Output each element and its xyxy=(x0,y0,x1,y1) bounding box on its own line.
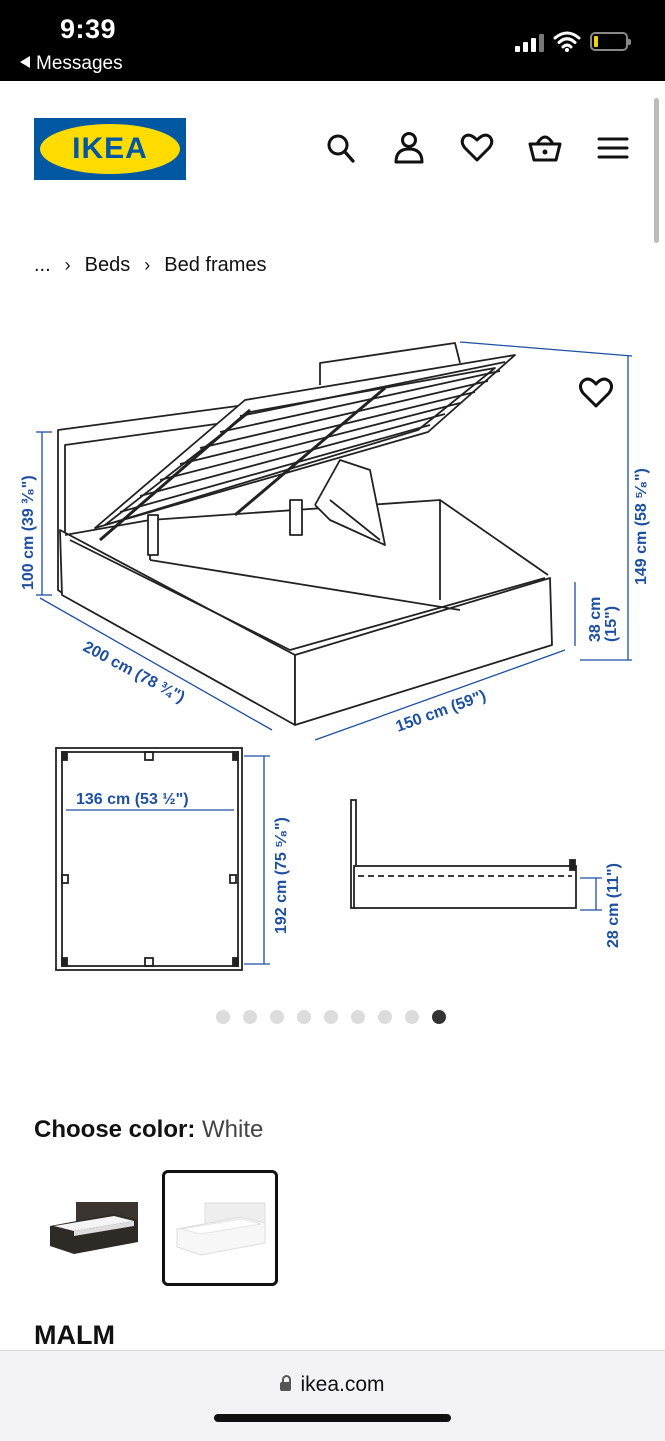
carousel-dot[interactable] xyxy=(270,1010,284,1024)
product-name: MALM xyxy=(34,1320,115,1350)
dimension-frame-height-in: (15") xyxy=(603,606,620,642)
ikea-logo[interactable]: IKEA xyxy=(34,118,186,180)
product-dimension-image[interactable]: 100 cm (39 ³⁄₈") 149 cm (58 ⁵⁄₈") 38 cm … xyxy=(0,320,665,980)
black-brown-bed-thumbnail xyxy=(50,1202,138,1254)
color-label: Choose color: xyxy=(34,1116,196,1143)
page-scrollbar[interactable] xyxy=(654,98,659,243)
basket-icon[interactable] xyxy=(528,130,562,166)
battery-icon xyxy=(590,32,631,51)
breadcrumb: ... › Beds › Bed frames xyxy=(34,254,267,277)
carousel-dot[interactable] xyxy=(297,1010,311,1024)
wifi-icon xyxy=(553,31,581,52)
status-bar: 9:39 Messages xyxy=(0,0,665,81)
dimension-underbed-clearance: 28 cm (11") xyxy=(605,863,622,948)
white-bed-thumbnail xyxy=(176,1202,266,1256)
back-arrow-icon xyxy=(20,56,30,68)
dimension-frame-height: 38 cm xyxy=(587,597,604,642)
image-carousel-dots xyxy=(216,1010,446,1024)
carousel-dot[interactable] xyxy=(378,1010,392,1024)
carousel-dot[interactable] xyxy=(243,1010,257,1024)
url-text: ikea.com xyxy=(300,1373,385,1396)
color-swatch-white[interactable] xyxy=(162,1170,278,1286)
chevron-right-icon: › xyxy=(144,255,151,275)
dimension-headboard-height: 100 cm (39 ³⁄₈") xyxy=(20,475,37,590)
status-time: 9:39 xyxy=(60,14,117,44)
dimension-inner-width: 136 cm (53 ½") xyxy=(76,791,189,808)
home-indicator[interactable] xyxy=(214,1414,451,1422)
carousel-dot[interactable] xyxy=(324,1010,338,1024)
carousel-dot[interactable] xyxy=(405,1010,419,1024)
color-value: White xyxy=(202,1116,264,1143)
carousel-dot[interactable] xyxy=(351,1010,365,1024)
account-icon[interactable] xyxy=(392,130,426,166)
breadcrumb-ellipsis[interactable]: ... xyxy=(34,254,51,276)
breadcrumb-bed-frames[interactable]: Bed frames xyxy=(164,254,267,276)
carousel-dot[interactable] xyxy=(216,1010,230,1024)
cellular-signal-icon xyxy=(515,34,544,52)
color-swatch-black-brown[interactable] xyxy=(34,1170,150,1286)
breadcrumb-beds[interactable]: Beds xyxy=(84,254,131,276)
chevron-right-icon: › xyxy=(64,255,71,275)
menu-icon[interactable] xyxy=(596,130,630,166)
search-icon[interactable] xyxy=(324,130,358,166)
browser-url-bar[interactable]: ikea.com xyxy=(0,1350,665,1441)
dimension-inner-length: 192 cm (75 ⁵⁄₈") xyxy=(273,817,290,934)
heart-icon[interactable] xyxy=(460,130,494,166)
dimension-total-height: 149 cm (58 ⁵⁄₈") xyxy=(633,468,650,585)
back-label: Messages xyxy=(36,53,123,74)
carousel-dot-active[interactable] xyxy=(432,1010,446,1024)
lock-icon xyxy=(280,1375,292,1391)
color-selector-heading: Choose color: White xyxy=(34,1116,263,1144)
back-to-messages-link[interactable]: Messages xyxy=(20,53,123,75)
add-to-favourites-icon[interactable] xyxy=(578,376,614,410)
